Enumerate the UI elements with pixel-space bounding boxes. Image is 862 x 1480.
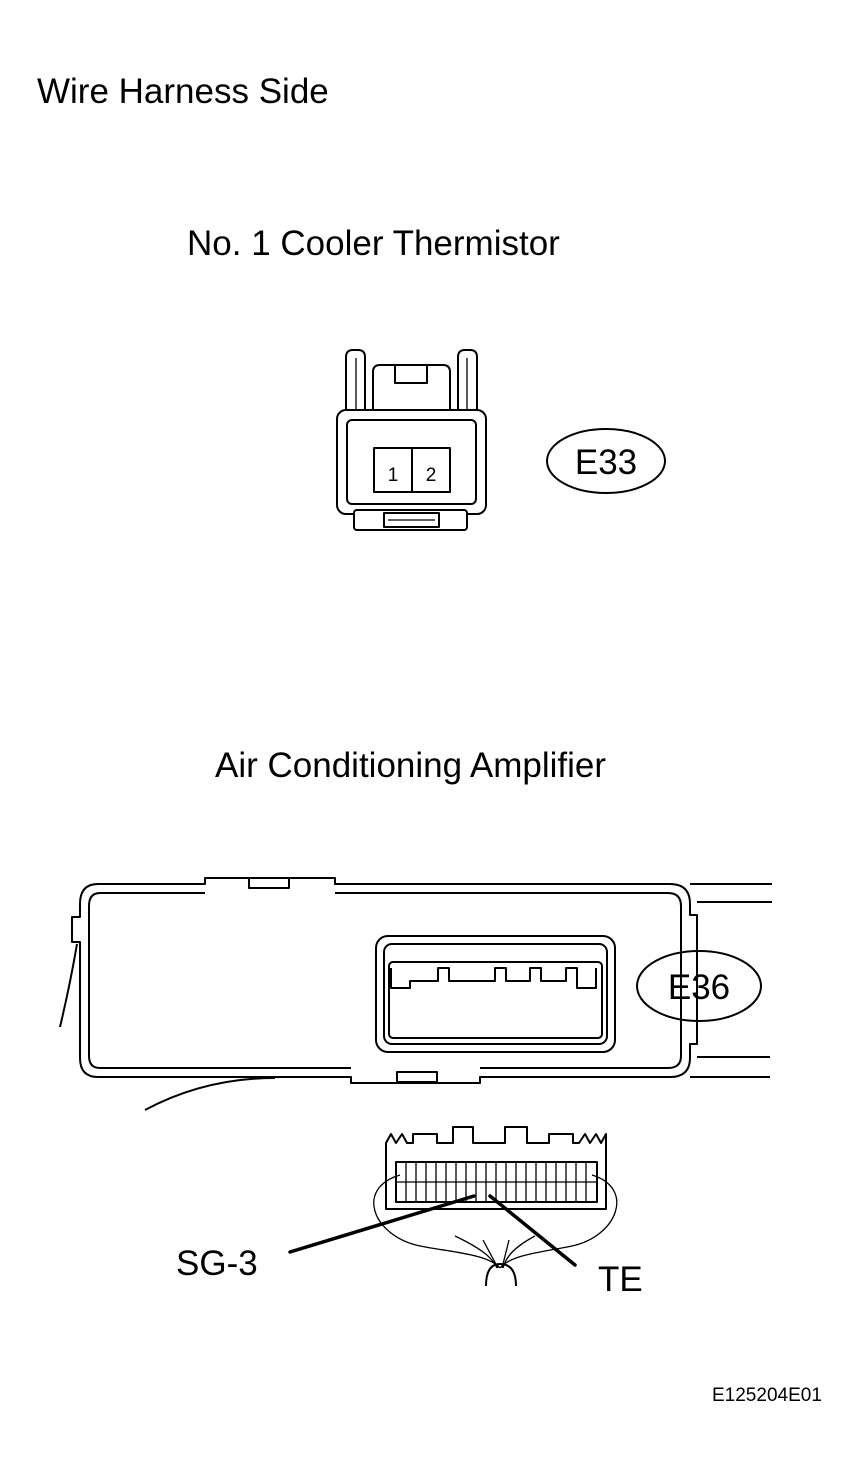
e36-tag-outline bbox=[636, 950, 762, 1022]
thermistor-pin-1: 1 bbox=[388, 465, 399, 486]
te-terminal-label: TE bbox=[598, 1260, 643, 1299]
te-leader-line bbox=[488, 1194, 577, 1267]
e33-tag-label: E33 bbox=[575, 443, 637, 482]
thermistor-title: No. 1 Cooler Thermistor bbox=[187, 224, 560, 263]
sg3-terminal-label: SG-3 bbox=[176, 1244, 258, 1283]
e33-tag-outline bbox=[546, 428, 666, 494]
amplifier-unit bbox=[59, 877, 772, 1111]
sg3-leader-line bbox=[288, 1194, 476, 1254]
e36-harness-plug bbox=[373, 1126, 618, 1287]
thermistor-pin-2: 2 bbox=[426, 465, 437, 486]
thermistor-connector bbox=[336, 349, 487, 531]
e36-tag-label: E36 bbox=[668, 968, 730, 1007]
e36-connector-socket bbox=[375, 935, 616, 1053]
diagram-heading: Wire Harness Side bbox=[37, 72, 329, 111]
figure-code: E125204E01 bbox=[712, 1385, 822, 1406]
amplifier-title: Air Conditioning Amplifier bbox=[215, 746, 607, 785]
